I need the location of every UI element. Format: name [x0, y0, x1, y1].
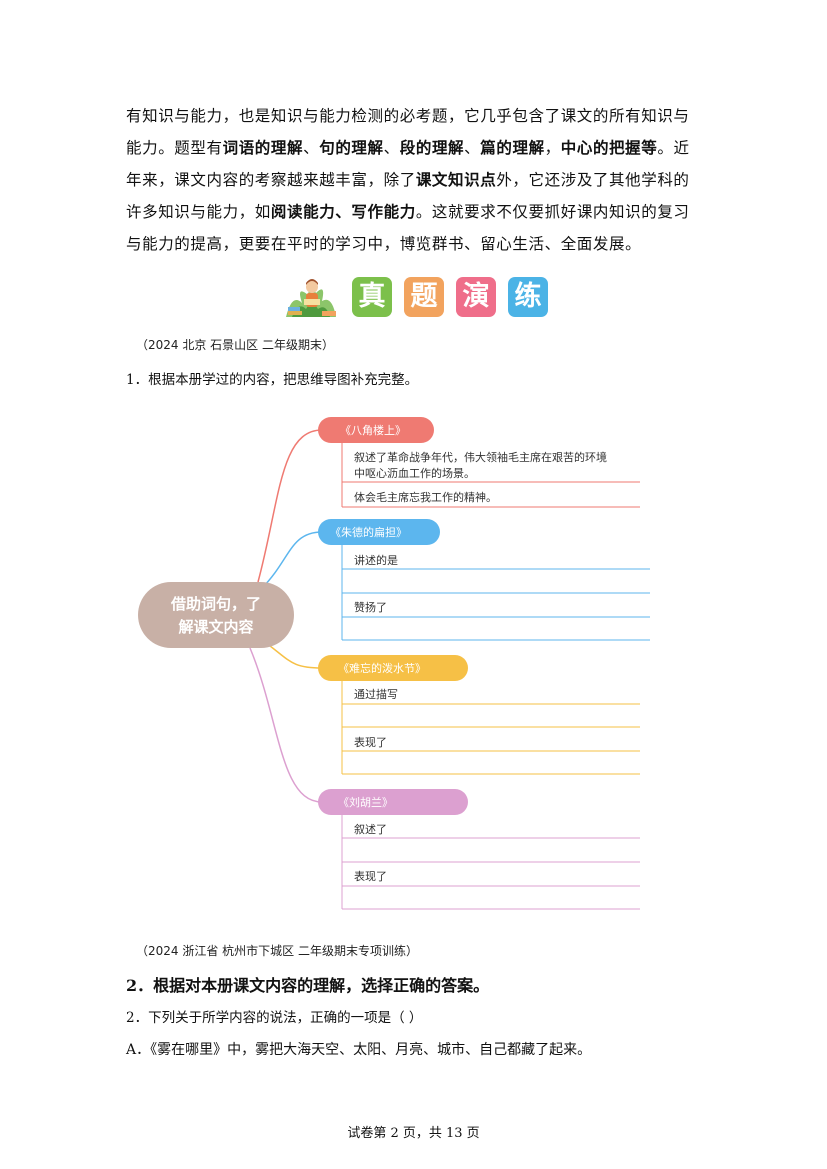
branch-4-item-2: 表现了	[354, 869, 387, 883]
branch-title-1	[318, 417, 434, 443]
branch-3-item-2: 表现了	[354, 735, 387, 749]
branch-title-4-text: 《刘胡兰》	[338, 795, 393, 809]
branch-2-item-2: 赞扬了	[354, 600, 387, 614]
branch-1-item-2: 中呕心沥血工作的场景。	[354, 466, 475, 480]
branch-2-item-1: 讲述的是	[354, 553, 398, 567]
intro-line-1: 有知识与能力，也是知识与能力检测的必考题，它几乎包含了课文的所有知识与	[126, 107, 690, 125]
center-node	[138, 582, 294, 648]
reading-child-illustration	[286, 279, 336, 317]
branch-title-1-text: 《八角楼上》	[340, 423, 406, 437]
center-node-line1: 借助词句，了	[170, 595, 261, 613]
intro-paragraph: 有知识与能力，也是知识与能力检测的必考题，它几乎包含了课文的所有知识与 能力。题…	[126, 100, 704, 260]
intro-line-4: 许多知识与能力，如阅读能力、写作能力。这就要求不仅要抓好课内知识的复习	[126, 202, 690, 221]
banner-char-1: 真	[352, 277, 392, 317]
intro-line-2: 能力。题型有词语的理解、句的理解、段的理解、篇的理解，中心的把握等。近	[126, 138, 690, 157]
branch-3-item-1: 通过描写	[354, 687, 398, 701]
branch-1-item-3: 体会毛主席忘我工作的精神。	[354, 490, 497, 504]
branch-title-4	[318, 789, 468, 815]
q1-stem: 1．根据本册学过的内容，把思维导图补充完整。	[126, 372, 419, 388]
branch-1-item-1: 叙述了革命战争年代，伟大领袖毛主席在艰苦的环境	[354, 450, 607, 464]
q2-source: （2024 浙江省 杭州市下城区 二年级期末专项训练）	[136, 944, 418, 958]
q2-stem: 2．下列关于所学内容的说法，正确的一项是（ ）	[126, 1010, 423, 1026]
q1-source: （2024 北京 石景山区 二年级期末）	[136, 338, 334, 352]
branch-title-3-text: 《难忘的泼水节》	[338, 661, 426, 675]
intro-line-3: 年来，课文内容的考察越来越丰富，除了课文知识点外，它还涉及了其他学科的	[126, 170, 690, 189]
branch-4-item-1: 叙述了	[354, 822, 387, 836]
page-footer: 试卷第 2 页，共 13 页	[347, 1126, 480, 1141]
practice-banner: 真 题 演 练	[282, 273, 552, 321]
banner-char-4: 练	[508, 277, 548, 317]
intro-line-5: 与能力的提高，更要在平时的学习中，博览群书、留心生活、全面发展。	[126, 235, 642, 253]
branch-title-3	[318, 655, 468, 681]
q2-option-a: A．《雾在哪里》中，雾把大海天空、太阳、月亮、城市、自己都藏了起来。	[126, 1042, 592, 1058]
center-node-line2: 解课文内容	[178, 618, 253, 636]
banner-char-2: 题	[404, 277, 444, 317]
branch-title-2-text: 《朱德的扁担》	[330, 525, 407, 539]
q2-heading: 2．根据对本册课文内容的理解，选择正确的答案。	[126, 976, 490, 995]
banner-char-3: 演	[456, 277, 496, 317]
branch-title-2	[318, 519, 440, 545]
